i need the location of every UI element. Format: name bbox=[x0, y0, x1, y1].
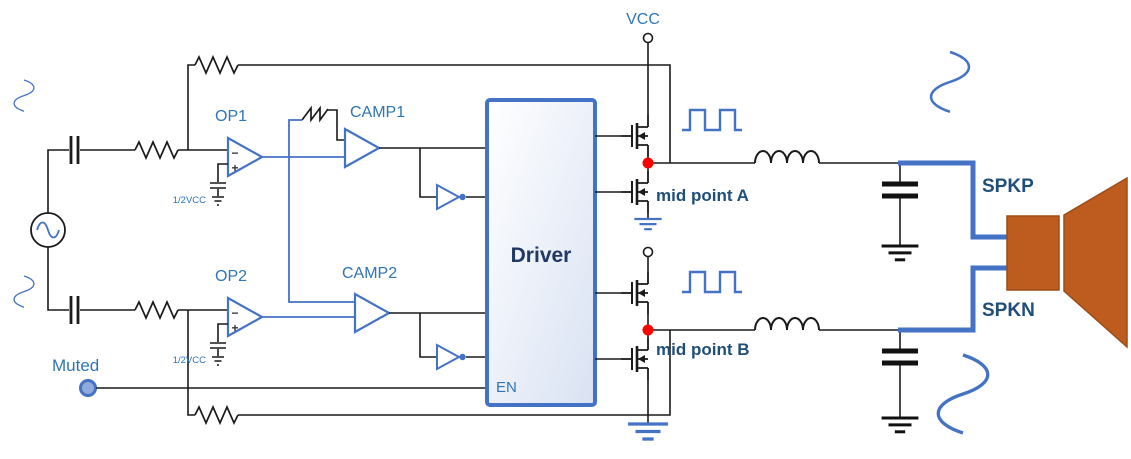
half-vcc-reference-2: 1/2VCC bbox=[173, 323, 228, 366]
filter-capacitor bbox=[882, 184, 918, 196]
sine-wave-icon bbox=[13, 79, 35, 112]
inverter-b bbox=[436, 343, 487, 371]
camp1-comparator: CAMP1 bbox=[343, 104, 405, 169]
op2-minus-sign: − bbox=[231, 306, 238, 320]
vcc-terminal: VCC bbox=[626, 11, 660, 115]
muted-indicator: Muted bbox=[52, 356, 487, 397]
muted-label: Muted bbox=[52, 356, 99, 375]
feedback-resistor bbox=[194, 56, 239, 74]
vcc-label: VCC bbox=[626, 11, 660, 28]
supply-terminal-icon bbox=[642, 246, 654, 258]
op1-label: OP1 bbox=[215, 108, 247, 125]
coupling-capacitor bbox=[69, 294, 80, 326]
pwm-b-branch bbox=[419, 313, 437, 358]
half-bridge-a: mid point A bbox=[619, 108, 755, 231]
coupling-capacitor bbox=[69, 134, 80, 166]
half-vcc-reference-1: 1/2VCC bbox=[173, 163, 228, 206]
sawtooth-carrier bbox=[288, 107, 355, 303]
mid-point-b-dot bbox=[642, 324, 654, 336]
ground-icon bbox=[880, 416, 920, 434]
inverter-a bbox=[436, 183, 487, 211]
inductor-icon bbox=[754, 150, 820, 164]
spkn-label: SPKN bbox=[982, 300, 1035, 321]
op1-minus-sign: − bbox=[231, 146, 238, 160]
output-filter-a bbox=[754, 150, 920, 262]
ac-source bbox=[30, 149, 69, 311]
feedback-path-top bbox=[187, 56, 671, 163]
inductor-icon bbox=[754, 317, 820, 331]
feedback-resistor bbox=[194, 406, 239, 424]
spkp-label: SPKP bbox=[982, 176, 1034, 197]
sawtooth-icon bbox=[301, 107, 329, 121]
input-network-b bbox=[69, 294, 228, 326]
ground-icon bbox=[633, 217, 663, 231]
half-vcc-label-2: 1/2VCC bbox=[173, 355, 206, 366]
ground-icon bbox=[880, 244, 920, 262]
inverter-bubble-icon bbox=[459, 193, 466, 201]
camp2-label: CAMP2 bbox=[342, 265, 397, 282]
sine-wave-icon bbox=[36, 221, 60, 239]
op2-plus-sign: + bbox=[231, 321, 238, 335]
vcc-terminal-icon bbox=[642, 32, 654, 44]
nmos-a-low-icon bbox=[619, 169, 650, 215]
camp2-comparator: CAMP2 bbox=[342, 265, 397, 334]
feedback-path-bottom bbox=[187, 310, 671, 424]
speaker-icon bbox=[1006, 176, 1128, 349]
inverter-bubble-icon bbox=[459, 353, 466, 361]
sine-wave-icon bbox=[929, 50, 971, 114]
nmos-a-high-icon bbox=[619, 113, 650, 159]
filter-capacitor bbox=[882, 351, 918, 363]
spkp-wire bbox=[898, 160, 1007, 240]
op1-opamp: − + OP1 bbox=[215, 108, 265, 178]
input-resistor bbox=[134, 141, 179, 159]
op1-plus-sign: + bbox=[231, 161, 238, 175]
driver-label: Driver bbox=[511, 244, 572, 267]
mid-point-a-label: mid point A bbox=[656, 186, 749, 205]
mid-point-a-dot bbox=[642, 157, 654, 169]
spkn-wire bbox=[898, 265, 1007, 333]
input-network-a bbox=[69, 134, 228, 166]
pwm-a-branch bbox=[419, 148, 437, 198]
op2-opamp: − + OP2 bbox=[215, 268, 265, 338]
driver-block: Driver EN bbox=[485, 98, 597, 407]
ground-icon bbox=[626, 422, 670, 441]
op2-label: OP2 bbox=[215, 268, 247, 285]
output-filter-b bbox=[754, 317, 920, 434]
sine-wave-icon bbox=[936, 353, 990, 435]
input-resistor bbox=[134, 301, 179, 319]
square-wave-b-icon bbox=[680, 270, 744, 294]
nmos-b-low-icon bbox=[619, 336, 650, 382]
sine-wave-icon bbox=[13, 275, 35, 308]
muted-dot bbox=[79, 379, 97, 397]
half-vcc-label-1: 1/2VCC bbox=[173, 195, 206, 206]
nmos-b-high-icon bbox=[619, 270, 650, 316]
half-bridge-b: mid point B bbox=[619, 246, 755, 441]
camp1-label: CAMP1 bbox=[350, 104, 405, 121]
gate-wires bbox=[595, 135, 621, 360]
mid-point-b-label: mid point B bbox=[656, 340, 749, 359]
enable-label: EN bbox=[496, 379, 517, 396]
square-wave-a-icon bbox=[680, 108, 744, 132]
